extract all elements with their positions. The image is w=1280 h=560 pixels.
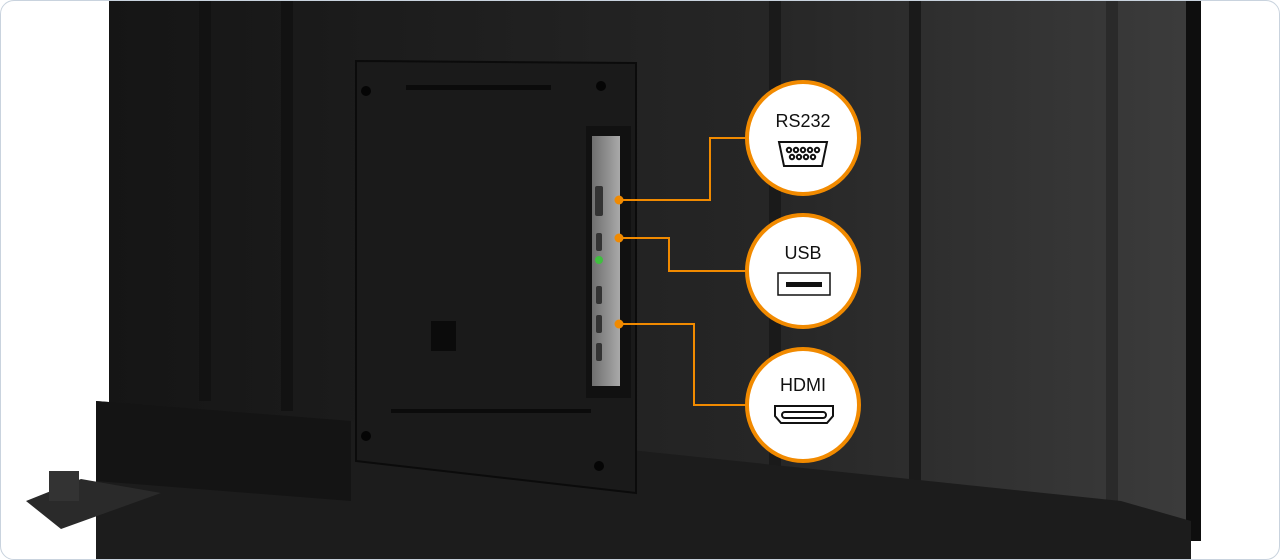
callout-label: USB [784,243,821,263]
callout-label: HDMI [780,375,826,395]
callout-hdmi: HDMI [745,347,861,463]
usb-port-icon [777,272,831,296]
db9-serial-port-icon [777,141,829,167]
callout-rs232: RS232 [745,80,861,196]
callout-usb: USB [745,213,861,329]
hdmi-dot [614,319,624,329]
usb-dot [614,233,624,243]
callout-label: RS232 [775,111,830,131]
io-panel [586,126,631,398]
vesa-mount-plate [355,59,637,495]
hdmi-port-icon [774,405,834,424]
rs232-dot [614,195,624,205]
callout-lines [619,137,751,406]
